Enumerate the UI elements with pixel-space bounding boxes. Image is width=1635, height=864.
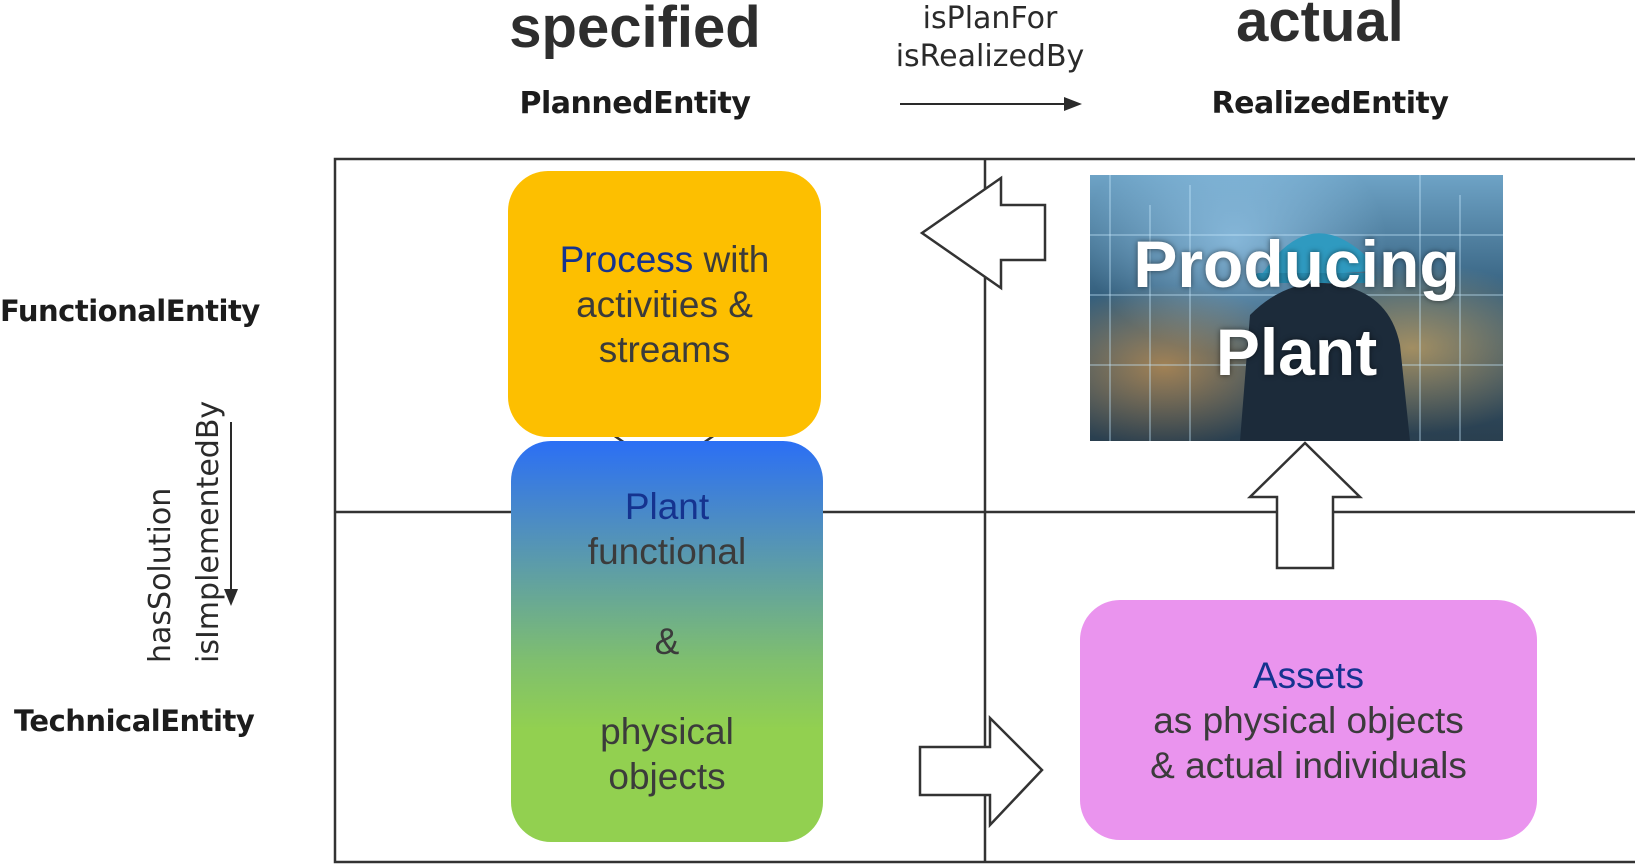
is-plan-for-label: isPlanFor [922,1,1058,36]
process-box-line1-rest: with [693,238,770,280]
plant-functional-line5: objects [608,756,726,797]
functional-entity-label: FunctionalEntity [0,294,260,328]
assets-box: Assets as physical objects & actual indi… [1080,600,1537,840]
plant-functional-box: Plant functional & physical objects [511,441,823,842]
producing-plant-image: Producing Plant [1090,175,1503,441]
assets-line2: as physical objects [1153,699,1464,741]
actual-column-title: actual [1236,0,1404,54]
relation-label-horizontal: isPlanFor isRealizedBy [850,0,1130,76]
industrial-scene-illustration [1090,175,1503,441]
vertical-relation-arrow [224,422,238,606]
horizontal-relation-arrow [900,97,1082,111]
plant-functional-line2: functional [587,531,747,572]
planned-entity-label: PlannedEntity [519,86,751,121]
block-arrow-up [1246,441,1364,570]
technical-entity-label: TechnicalEntity [14,704,255,738]
realized-entity-label: RealizedEntity [1211,86,1449,121]
process-box-line2: activities & [576,283,753,325]
process-keyword: Process [559,238,694,280]
is-realized-by-label: isRealizedBy [895,39,1085,74]
process-box-line3: streams [598,328,731,370]
plant-functional-line4: physical [600,711,734,752]
specified-column-title: specified [509,0,761,60]
plant-keyword: Plant [624,486,710,527]
grid-outer-border [333,157,1635,864]
process-box-line1: Process with [560,237,770,282]
block-arrow-left [919,175,1047,291]
process-box: Process with activities & streams [508,171,821,437]
assets-line3: & actual individuals [1150,744,1467,786]
producing-plant-line2: Plant [1215,315,1378,389]
assets-keyword: Assets [1252,654,1365,696]
plant-functional-line3: & [654,621,680,662]
producing-plant-line1: Producing [1133,227,1460,301]
block-arrow-right [918,714,1044,829]
